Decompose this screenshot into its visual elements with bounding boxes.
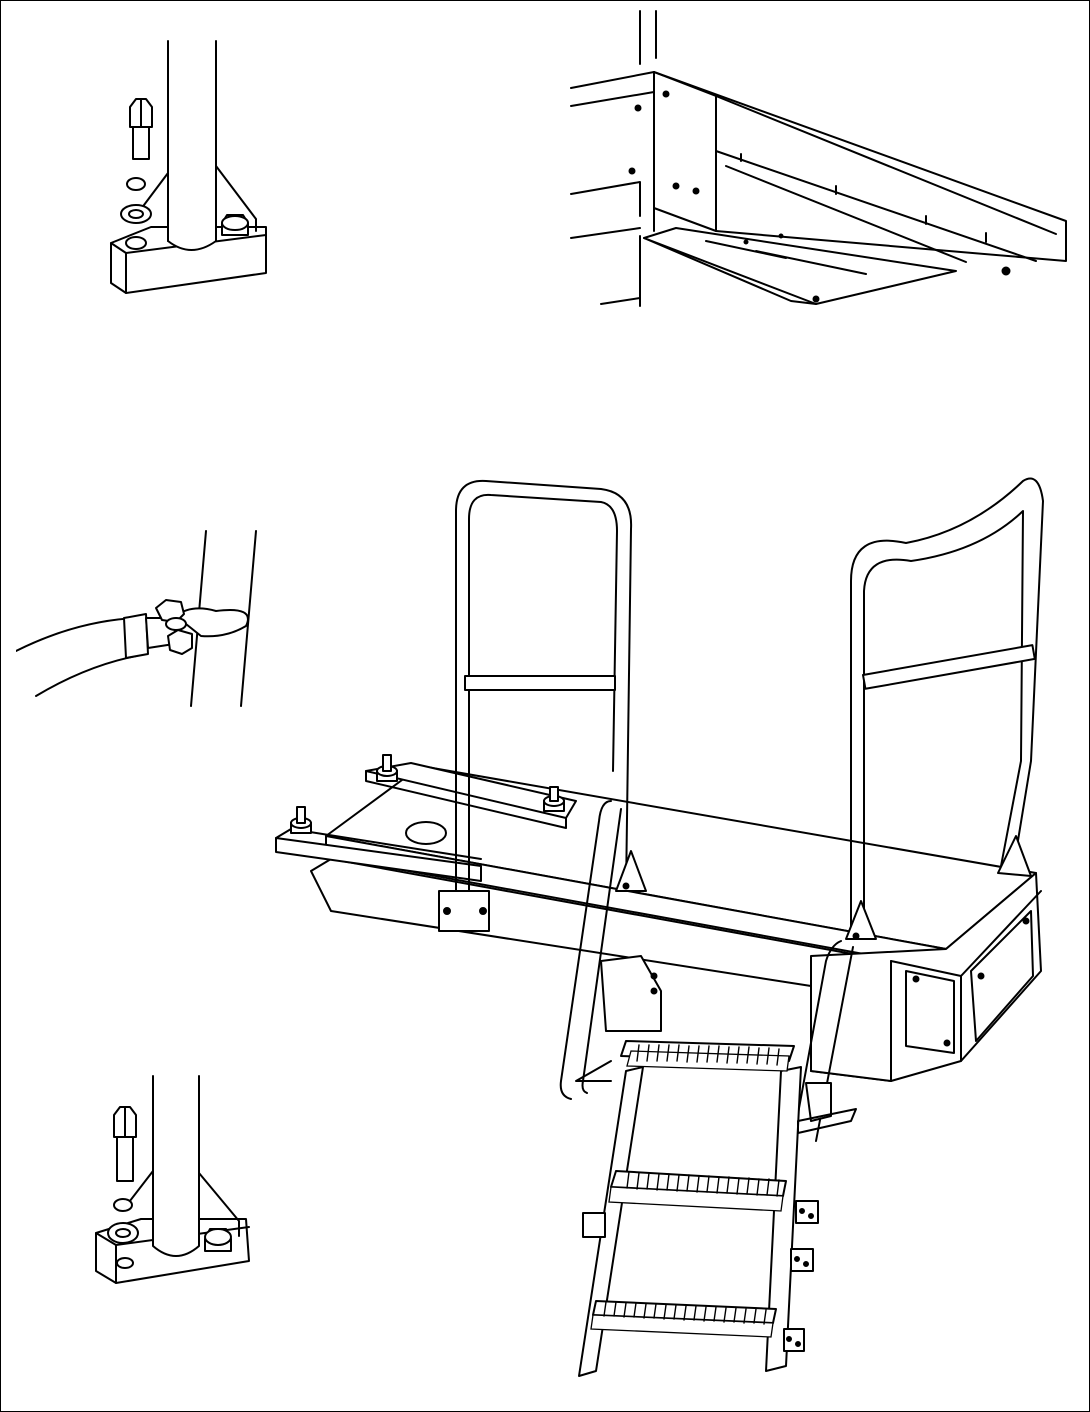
ladder-platform-icon bbox=[276, 479, 1043, 1377]
flange-bolt bbox=[544, 787, 564, 811]
flange-bolt bbox=[291, 807, 311, 833]
detail-bolt-flange-bottom bbox=[81, 1071, 271, 1321]
step-grating bbox=[627, 1172, 779, 1196]
flange-bolt bbox=[377, 755, 397, 781]
detail-cable-clamp bbox=[16, 526, 276, 711]
frame-bracket-icon bbox=[571, 11, 1066, 306]
main-ladder-assembly bbox=[271, 471, 1071, 1406]
bolted-post-flange-icon bbox=[111, 41, 266, 293]
detail-bolt-flange-top bbox=[96, 31, 286, 306]
pipe-clamp-icon bbox=[16, 531, 256, 706]
bolted-post-flange-icon bbox=[96, 1076, 249, 1283]
step-grating bbox=[637, 1045, 779, 1065]
step-grating bbox=[604, 1302, 766, 1324]
detail-frame-mount bbox=[566, 6, 1076, 321]
